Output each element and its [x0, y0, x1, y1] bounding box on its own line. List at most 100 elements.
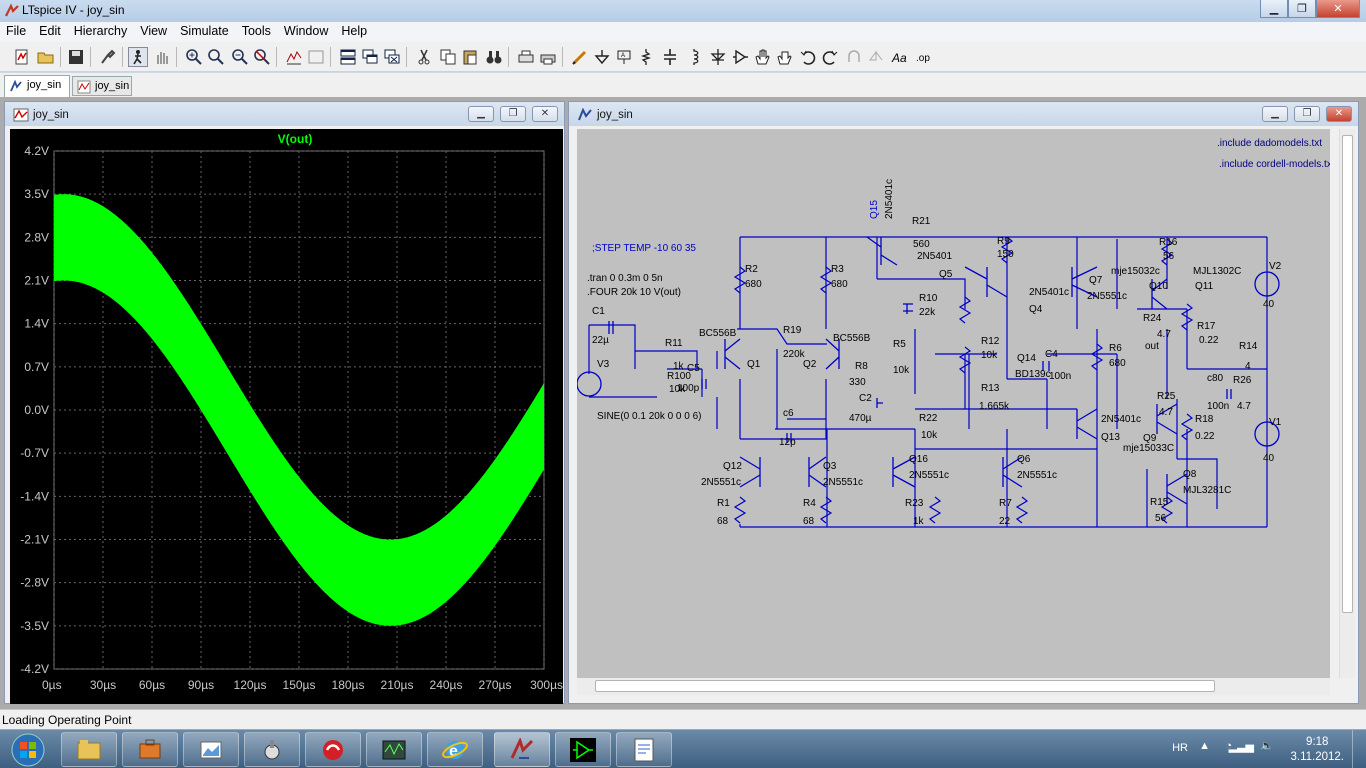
taskbar-app-6[interactable]	[366, 732, 422, 767]
comp-label: R9	[997, 236, 1010, 247]
tray-arrow-icon[interactable]: ▲	[1199, 740, 1210, 752]
restore-button[interactable]: ❐	[1288, 0, 1316, 18]
clock[interactable]: 9:18 3.11.2012.	[1290, 735, 1344, 765]
copy-icon[interactable]	[438, 47, 458, 67]
print-icon[interactable]	[538, 47, 558, 67]
undo-icon[interactable]	[798, 47, 818, 67]
schematic-drawing[interactable]: .include dadomodels.txt .include cordell…	[577, 129, 1330, 678]
tab-waveform[interactable]: joy_sin	[72, 76, 132, 96]
scrollbar-thumb[interactable]	[595, 680, 1215, 692]
component-icon[interactable]	[730, 47, 750, 67]
menu-file[interactable]: File	[6, 24, 27, 38]
app-title: LTspice IV - joy_sin	[22, 3, 125, 17]
diode-icon[interactable]	[708, 47, 728, 67]
volume-icon[interactable]: 🔈	[1260, 740, 1274, 752]
spice-directive-icon[interactable]: .op	[914, 47, 934, 67]
svg-text:Aa: Aa	[891, 51, 907, 65]
taskbar-app-9[interactable]	[616, 732, 672, 767]
taskbar-app-3[interactable]	[183, 732, 239, 767]
ground-icon[interactable]	[592, 47, 612, 67]
toolbox-icon	[139, 739, 161, 758]
open-folder-icon[interactable]	[36, 47, 56, 67]
zoom-fit-icon[interactable]	[252, 47, 272, 67]
comp-label: Q16	[909, 454, 928, 465]
run-icon[interactable]	[128, 47, 148, 67]
child-maximize-button[interactable]: ❐	[500, 106, 526, 122]
schematic-transistors	[724, 236, 1188, 505]
minimize-button[interactable]: ▁	[1260, 0, 1288, 18]
comp-label: R100	[667, 371, 691, 382]
close-all-icon[interactable]	[382, 47, 402, 67]
inductor-icon[interactable]	[684, 47, 704, 67]
print-setup-icon[interactable]	[516, 47, 536, 67]
comp-label: 220k	[783, 349, 806, 360]
close-button[interactable]: ✕	[1316, 0, 1360, 18]
waveform-chart[interactable]: 4.2V3.5V2.8V2.1V1.4V0.7V0.0V-0.7V-1.4V-2…	[10, 129, 563, 704]
menu-window[interactable]: Window	[283, 24, 329, 38]
draw-wire-icon[interactable]	[570, 47, 590, 67]
child-close-button[interactable]: ✕	[1326, 106, 1352, 122]
taskbar-explorer[interactable]	[61, 732, 117, 767]
scrollbar-thumb[interactable]	[1342, 135, 1353, 613]
menu-simulate[interactable]: Simulate	[180, 24, 229, 38]
schematic-canvas[interactable]: .include dadomodels.txt .include cordell…	[577, 129, 1330, 678]
schematic-text: .include dadomodels.txt .include cordell…	[587, 138, 1330, 527]
comp-label: BC556B	[699, 328, 737, 339]
cascade-icon[interactable]	[360, 47, 380, 67]
taskbar-app-8[interactable]	[555, 732, 611, 767]
show-desktop-button[interactable]	[1352, 730, 1366, 768]
menu-view[interactable]: View	[140, 24, 168, 38]
horizontal-scrollbar[interactable]	[577, 678, 1330, 695]
pan-icon[interactable]	[206, 47, 226, 67]
comp-label: R2	[745, 264, 758, 275]
resistor-icon[interactable]	[636, 47, 656, 67]
start-button[interactable]	[6, 730, 50, 768]
halt-hand-icon[interactable]	[152, 47, 172, 67]
comp-label: 10k	[981, 350, 998, 361]
language-indicator[interactable]: HR	[1172, 742, 1188, 754]
zoom-out-icon[interactable]	[230, 47, 250, 67]
comp-label: R13	[981, 383, 1000, 394]
fft-icon[interactable]	[306, 47, 326, 67]
find-binoculars-icon[interactable]	[484, 47, 504, 67]
trace-label[interactable]: V(out)	[278, 132, 313, 146]
cut-icon[interactable]	[414, 47, 434, 67]
taskbar-app-5[interactable]	[305, 732, 361, 767]
control-panel-icon[interactable]	[98, 47, 118, 67]
taskbar-ltspice[interactable]	[494, 732, 550, 767]
network-icon[interactable]: ▂▃▅	[1228, 741, 1254, 753]
menu-tools[interactable]: Tools	[241, 24, 271, 38]
taskbar-app-2[interactable]	[122, 732, 178, 767]
capacitor-icon[interactable]	[660, 47, 680, 67]
schematic-window-titlebar: joy_sin ▁ ❐ ✕	[569, 102, 1358, 126]
taskbar-ie[interactable]: e	[427, 732, 483, 767]
vertical-scrollbar[interactable]	[1339, 129, 1355, 678]
paste-icon[interactable]	[460, 47, 480, 67]
mirror-icon[interactable]	[866, 47, 886, 67]
label-net-icon[interactable]: A	[614, 47, 634, 67]
menu-edit[interactable]: Edit	[39, 24, 61, 38]
zoom-in-icon[interactable]	[184, 47, 204, 67]
menu-hierarchy[interactable]: Hierarchy	[73, 24, 128, 38]
child-minimize-button[interactable]: ▁	[1262, 106, 1288, 122]
move-hand-icon[interactable]	[752, 47, 772, 67]
new-schematic-icon[interactable]	[12, 47, 32, 67]
child-maximize-button[interactable]: ❐	[1294, 106, 1320, 122]
child-close-button[interactable]: ✕	[532, 106, 558, 122]
menu-help[interactable]: Help	[341, 24, 368, 38]
redo-icon[interactable]	[820, 47, 840, 67]
autorange-icon[interactable]	[284, 47, 304, 67]
y-tick-label: -2.1V	[20, 533, 49, 547]
status-text: Loading Operating Point	[2, 713, 132, 727]
drag-hand-icon[interactable]	[774, 47, 794, 67]
text-icon[interactable]: Aa	[890, 47, 910, 67]
tile-horizontal-icon[interactable]	[338, 47, 358, 67]
sync-icon[interactable]: ◔	[1225, 740, 1232, 752]
tab-schematic[interactable]: joy_sin	[4, 75, 70, 97]
save-icon[interactable]	[66, 47, 86, 67]
child-minimize-button[interactable]: ▁	[468, 106, 494, 122]
rotate-icon[interactable]	[844, 47, 864, 67]
comp-label: 2N5401	[917, 251, 952, 262]
taskbar-app-4[interactable]	[244, 732, 300, 767]
